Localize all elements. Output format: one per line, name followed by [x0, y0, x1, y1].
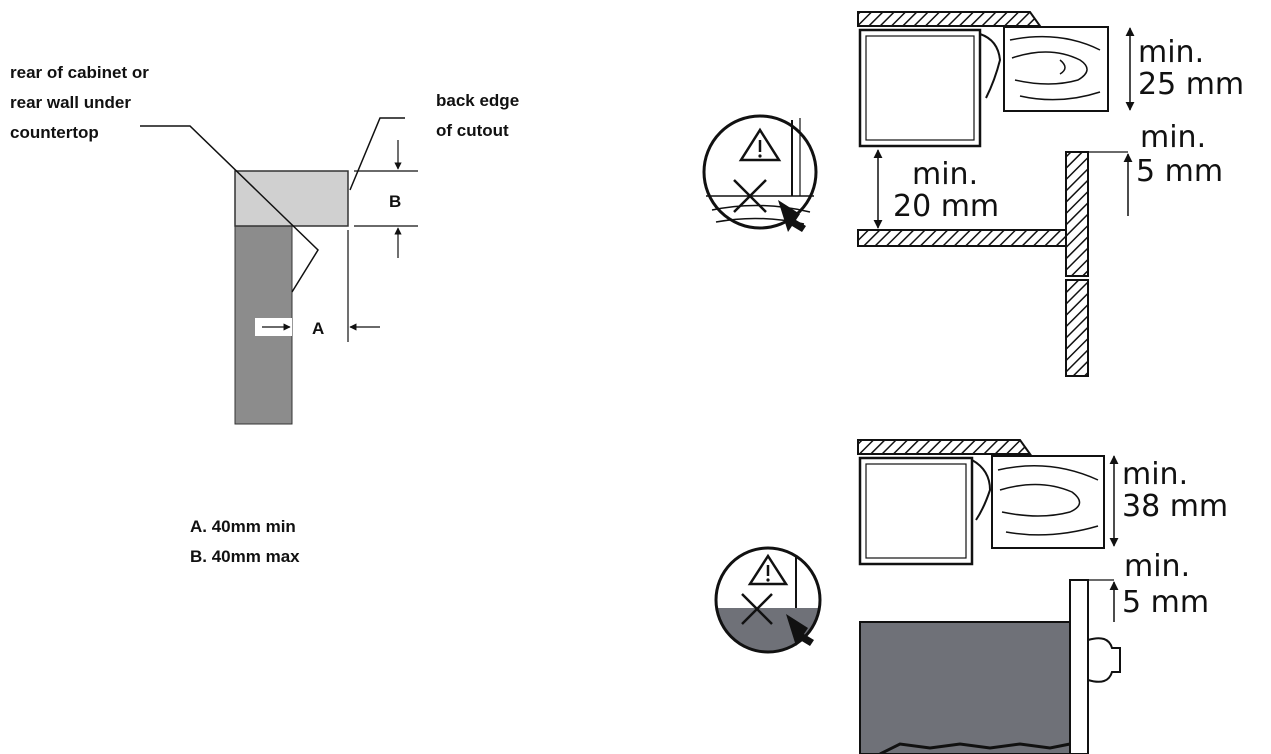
warning-circle-2-outline	[714, 546, 822, 654]
bottom-right-diagram: min. 38 mm min. 5 mm	[714, 439, 1228, 754]
dim25-value: 25 mm	[1138, 67, 1244, 102]
dim20-value: 20 mm	[893, 189, 999, 224]
cross-icon-2b	[741, 593, 773, 625]
dim5b-value: 5 mm	[1122, 585, 1209, 620]
cross-icon-b	[733, 179, 767, 213]
countertop-hatched	[857, 11, 1042, 27]
countertop-hatched-2	[857, 439, 1032, 455]
callout-drawer-fill	[716, 608, 820, 652]
appliance-clip-2	[971, 459, 992, 521]
dim20-min: min.	[912, 157, 978, 192]
drawer-front-panel	[1069, 579, 1089, 754]
dim5b-min: min.	[1124, 549, 1190, 584]
dim-a-label: A	[312, 319, 324, 338]
dim5-value: 5 mm	[1136, 154, 1223, 189]
rear-label-line1: rear of cabinet or	[10, 63, 149, 82]
warning-dot	[758, 154, 762, 158]
warning-circle	[702, 114, 818, 230]
wood-block	[1003, 26, 1109, 112]
drawer-bottom-hatch	[879, 742, 1071, 754]
pointer-arrow-icon	[778, 200, 806, 232]
rear-label-leader	[140, 125, 319, 293]
dim5-min: min.	[1140, 120, 1206, 155]
wood-grain-2	[997, 465, 1099, 536]
back-edge-label-line2: of cutout	[436, 121, 509, 140]
shelf-board	[857, 229, 1069, 247]
countertop-block	[234, 170, 349, 227]
pointer-arrow-icon-2	[786, 614, 814, 646]
dim38-min: min.	[1122, 457, 1188, 492]
rear-label-line3: countertop	[10, 123, 99, 142]
warning-dot-2	[766, 578, 770, 582]
back-edge-label-line1: back edge	[436, 91, 519, 110]
vertical-panel-upper	[1065, 151, 1089, 277]
dim25-min: min.	[1138, 35, 1204, 70]
rear-label-line2: rear wall under	[10, 93, 131, 112]
vertical-panel-lower	[1065, 279, 1089, 377]
back-edge-leader	[349, 117, 405, 191]
appliance-inner-2	[865, 463, 967, 559]
appliance-clip	[979, 33, 1002, 99]
top-right-diagram: min. 25 mm min. 5 mm min. 20 mm	[702, 11, 1244, 377]
warning-callout-top	[702, 114, 818, 232]
legend-a: A. 40mm min	[190, 517, 296, 536]
wood-grain	[1009, 35, 1101, 101]
dim-b-label: B	[389, 192, 401, 211]
dim38-value: 38 mm	[1122, 489, 1228, 524]
legend-b: B. 40mm max	[190, 547, 300, 566]
drawer-handle	[1087, 637, 1121, 683]
warning-callout-bottom	[714, 546, 822, 654]
appliance-inner	[865, 35, 975, 141]
drawer-box	[859, 621, 1071, 754]
left-clearance-diagram: B A rear of cabinet or rear wall under c…	[10, 63, 519, 566]
